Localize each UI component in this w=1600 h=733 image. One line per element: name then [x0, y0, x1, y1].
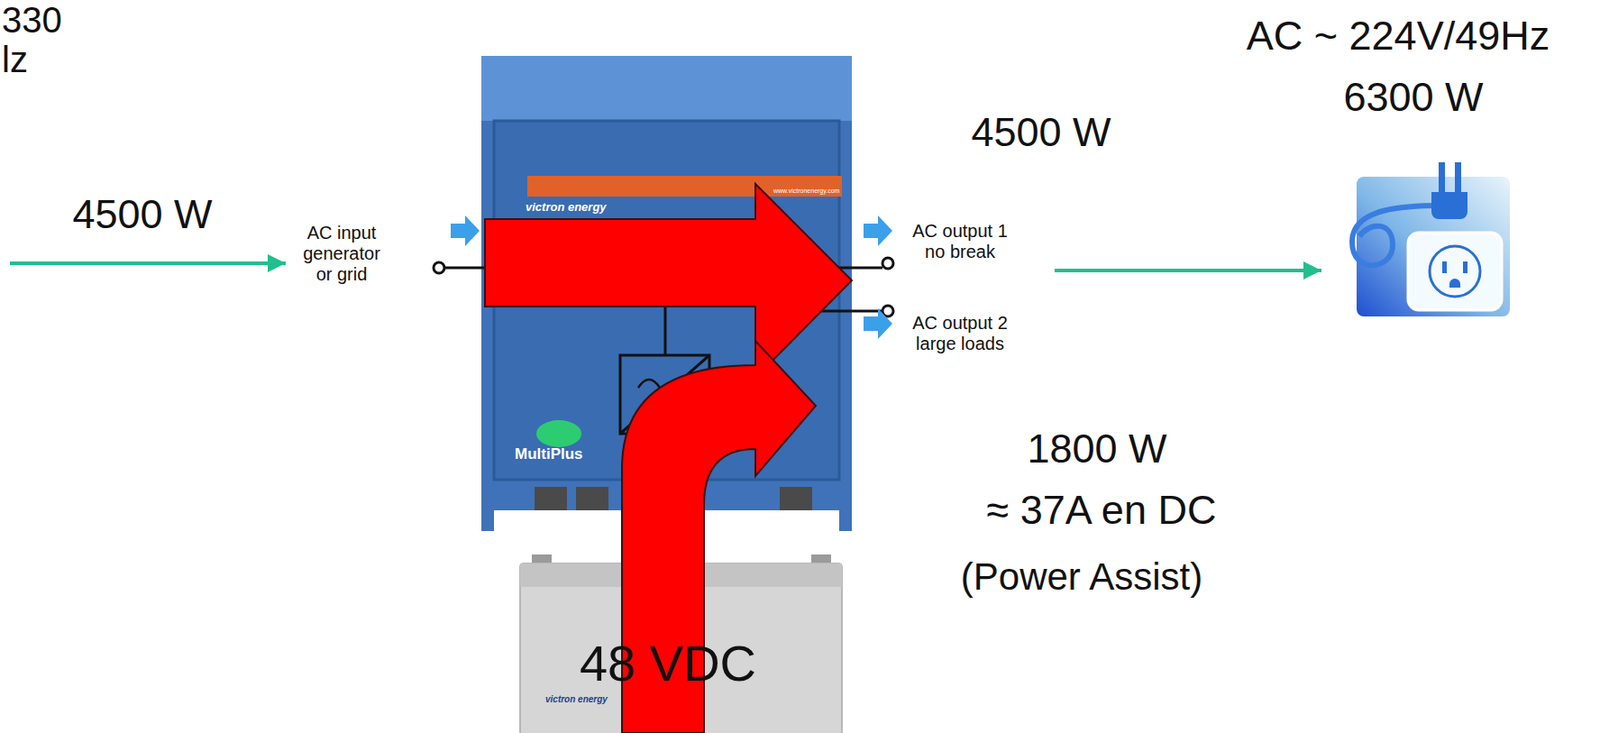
flow-chevron — [863, 308, 893, 339]
power-value: 1800 W — [1026, 426, 1167, 472]
brand-logo: victron energy — [525, 201, 607, 215]
input-terminal — [433, 262, 445, 274]
product-name: MultiPlus — [514, 445, 584, 464]
terminal-label: AC output 1 no break — [903, 220, 1017, 263]
input-arrow — [9, 261, 286, 266]
power-flow-arrow — [1054, 268, 1322, 273]
socket-icon — [1352, 162, 1510, 317]
cut-off-text: 330 — [1, 0, 63, 40]
mode-label: (Power Assist) — [960, 556, 1203, 598]
power-value: 4500 W — [72, 192, 212, 238]
power-value: 6300 W — [1343, 73, 1483, 121]
brand-logo: victron energy — [545, 694, 608, 705]
battery-box: victron energy48 VDC — [520, 554, 842, 733]
flow-chevron — [863, 215, 893, 247]
load-rating: AC ~ 224V/49Hz — [1246, 12, 1550, 60]
cut-off-text: lz — [1, 39, 28, 80]
brand-url: www.victronenergy.com — [773, 187, 840, 195]
terminal-label: AC input generator or grid — [296, 222, 387, 285]
terminal-label: AC output 2 large loads — [903, 312, 1017, 355]
grid-flow-arrow — [484, 183, 852, 378]
output-terminal — [882, 257, 894, 269]
output-terminal — [882, 305, 894, 317]
load-socket: AC ~ 224V/49Hz6300 W — [1321, 142, 1510, 317]
current-value: ≈ 37A en DC — [987, 487, 1217, 533]
power-value: 4500 W — [970, 109, 1111, 156]
flow-chevron — [450, 215, 480, 247]
voltage-label: 48 VDC — [579, 634, 757, 693]
multiplus-unit: AC input generator or grid victron energy… — [252, 54, 1055, 532]
